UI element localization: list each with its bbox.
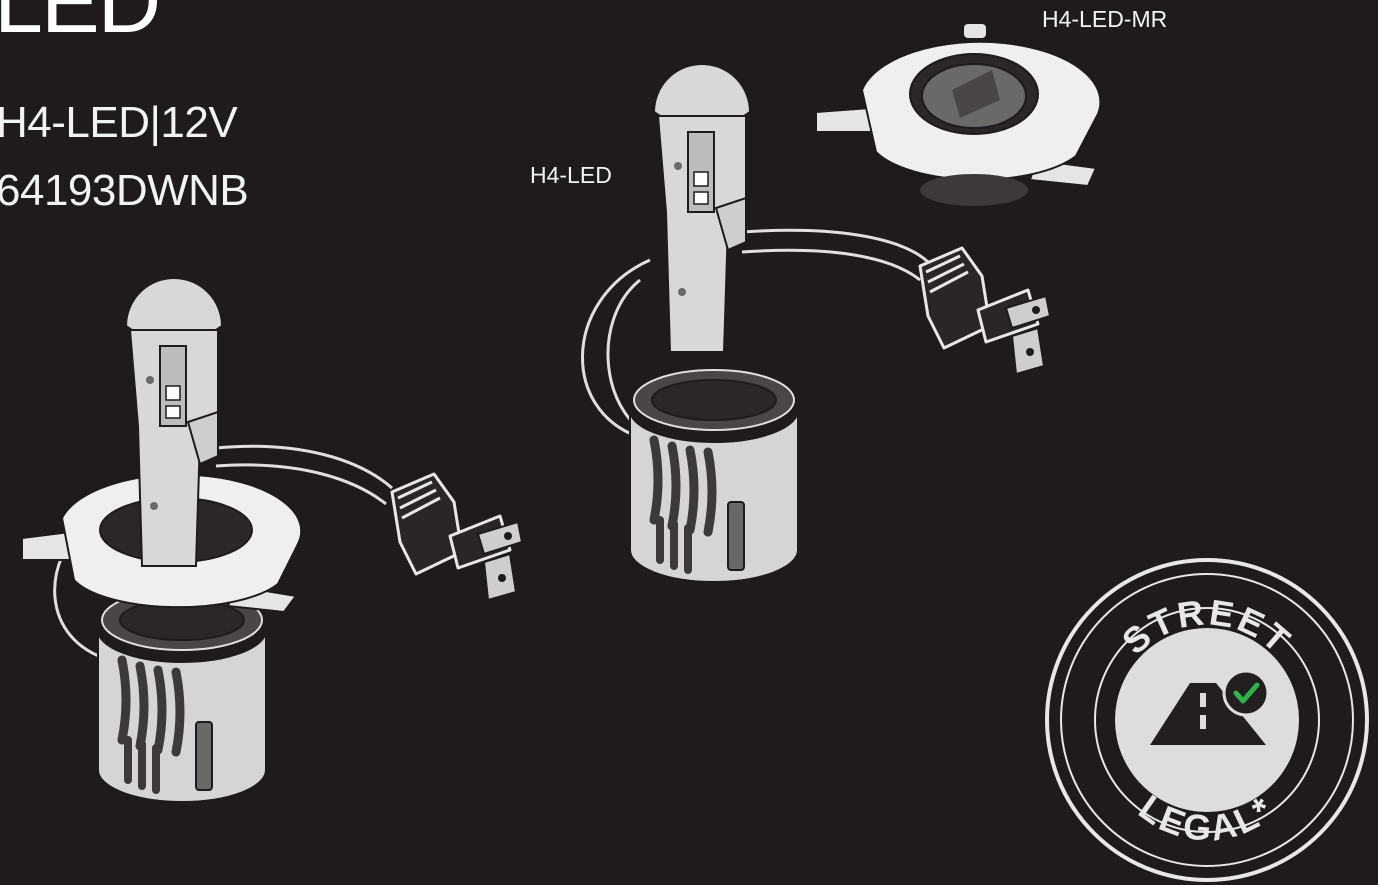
road-icon [1150,683,1266,745]
product-spec-voltage: H4-LED|12V [0,98,238,147]
callout-h4-led-mr: H4-LED-MR [1042,6,1168,32]
product-heading: LED [0,0,161,51]
product-spec-part-number: 64193DWNB [0,166,249,215]
check-circle-icon [1222,669,1270,717]
callout-h4-led: H4-LED [530,162,612,188]
street-legal-badge: STREET LEGAL* [1045,558,1369,882]
